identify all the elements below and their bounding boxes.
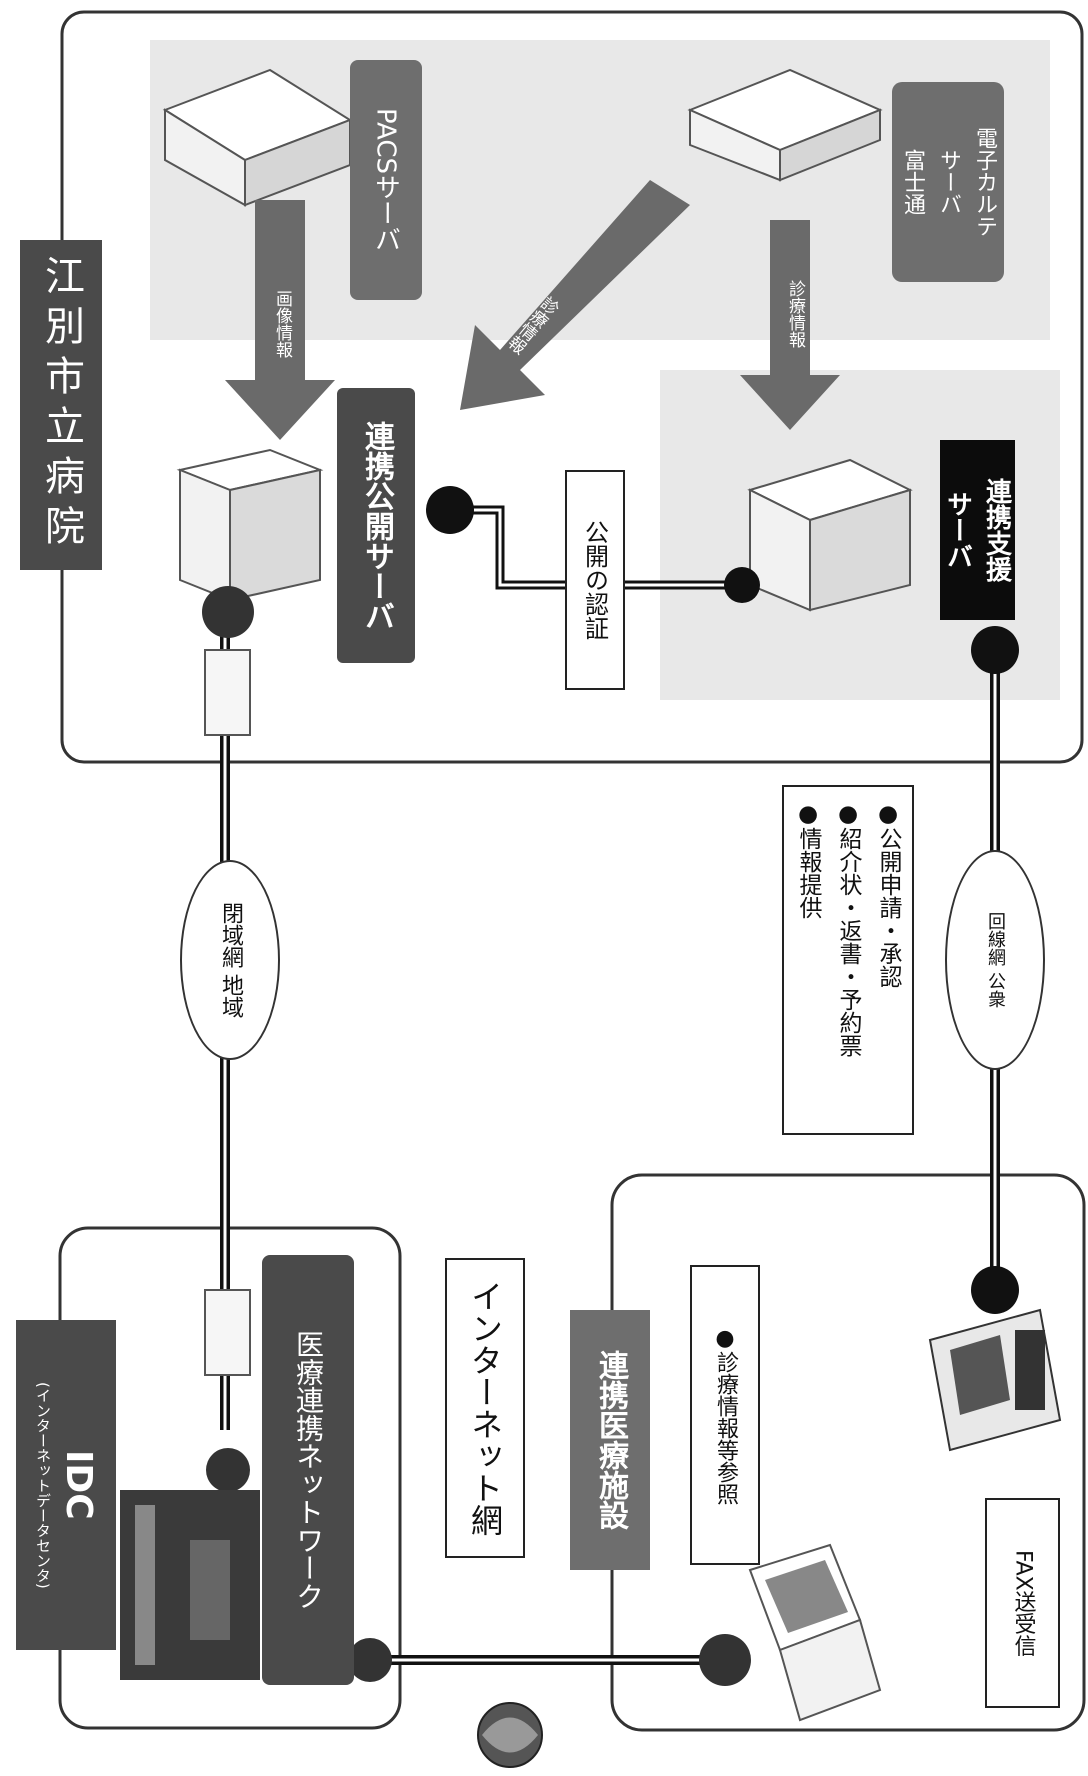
support-server-label: 連携支援 サーバ [940, 440, 1015, 620]
support-line-1: 連携支援 [981, 478, 1012, 582]
emr-line-3: 富士通 [900, 149, 925, 215]
hospital-title: 江別市立病院 [20, 240, 102, 570]
facility-title: 連携医療施設 [570, 1310, 650, 1570]
auth-label: 公開の認証 [565, 470, 625, 690]
public-server-label: 連携公開サーバ [337, 388, 415, 663]
service-item: ● 紹介状・返書・予約票 [835, 801, 861, 1057]
pc-icon [748, 1543, 882, 1722]
pacs-server-icon [162, 68, 353, 207]
idc-subtitle: (インターネットデータセンタ) [34, 1381, 52, 1589]
emr-server-label: 電子カルテ サーバ 富士通 [892, 82, 1004, 282]
public-network-label: 公衆 回線網 [945, 850, 1045, 1070]
connector-dot [202, 586, 254, 638]
support-line-2: サーバ [942, 491, 973, 569]
fax-label: FAX送受信 [985, 1498, 1060, 1708]
arrow-emr-to-public [460, 180, 690, 410]
connector-dot [206, 1448, 250, 1492]
emr-line-1: 電子カルテ [972, 127, 997, 237]
connector-dot [426, 486, 474, 534]
fax-machine-icon [928, 1308, 1062, 1452]
public-line-2: 回線網 [985, 912, 1006, 966]
services-list: ● 公開申請・承認 ● 紹介状・返書・予約票 ● 情報提供 [782, 785, 914, 1135]
support-server-icon [747, 458, 913, 612]
idc-name: IDC [58, 1450, 99, 1520]
idc-network-label: 医療連携ネットワーク [262, 1255, 354, 1685]
connector-dot [348, 1638, 392, 1682]
connector-dot [971, 1266, 1019, 1314]
regional-line-1: 地域 [218, 974, 243, 1018]
connector-dot [699, 1634, 751, 1686]
internet-network-label: インターネット網 [445, 1258, 525, 1558]
regional-network-label: 地域 閉域網 [180, 860, 280, 1060]
public-line-1: 公衆 [985, 972, 1006, 1008]
pacs-server-label: PACSサーバ [350, 60, 422, 300]
arrow-emr-support-label: 診療情報 [785, 280, 805, 348]
arrow-pacs-to-public [225, 200, 335, 440]
arrow-emr-to-support [740, 220, 840, 430]
service-item: ● 情報提供 [795, 801, 821, 919]
public-server-icon [176, 448, 324, 602]
router-icon [204, 649, 251, 736]
service-item: ● 公開申請・承認 [875, 801, 901, 988]
emr-line-2: サーバ [936, 149, 961, 215]
router-icon [204, 1289, 251, 1376]
idc-title: IDC (インターネットデータセンタ) [16, 1320, 116, 1650]
connector-dot [724, 567, 760, 603]
regional-line-2: 閉域網 [218, 902, 243, 968]
connector-dot [971, 626, 1019, 674]
facility-note: ● 診療情報等参照 [690, 1265, 760, 1565]
emr-server-icon [687, 68, 883, 182]
arrow-pacs-label: 画像情報 [272, 290, 292, 358]
